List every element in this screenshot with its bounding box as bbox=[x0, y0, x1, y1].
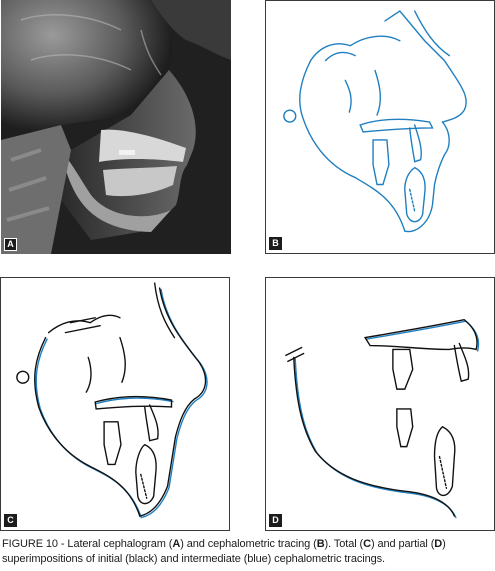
panel-a-cephalogram: A bbox=[1, 0, 231, 254]
panel-b-label: B bbox=[269, 237, 282, 250]
cephalometric-tracing-blue bbox=[283, 10, 467, 233]
panel-a-label: A bbox=[4, 238, 17, 251]
panel-c-label: C bbox=[4, 514, 17, 527]
partial-superimposition-drawing bbox=[285, 318, 480, 519]
panel-d-partial-superimposition: D bbox=[265, 277, 495, 531]
caption-text-3: ). Total ( bbox=[324, 538, 364, 550]
caption-text-2: ) and cephalometric tracing ( bbox=[180, 538, 317, 550]
panel-d-label: D bbox=[269, 514, 282, 527]
caption-text-5: ) superimpositions of initial (black) an… bbox=[2, 538, 446, 565]
caption-bold-d: D bbox=[434, 538, 443, 550]
cephalogram-image bbox=[1, 0, 231, 254]
figure-caption: FIGURE 10 - Lateral cephalogram (A) and … bbox=[2, 537, 492, 567]
caption-text-4: ) and partial ( bbox=[370, 538, 435, 550]
panel-b-tracing: B bbox=[265, 0, 495, 254]
panel-c-total-superimposition: C bbox=[0, 277, 230, 531]
total-superimposition-drawing bbox=[16, 282, 208, 519]
caption-text-1: FIGURE 10 - Lateral cephalogram ( bbox=[2, 538, 173, 550]
caption-bold-b: B bbox=[316, 538, 325, 550]
caption-bold-a: A bbox=[172, 538, 181, 550]
caption-bold-c: C bbox=[363, 538, 371, 550]
